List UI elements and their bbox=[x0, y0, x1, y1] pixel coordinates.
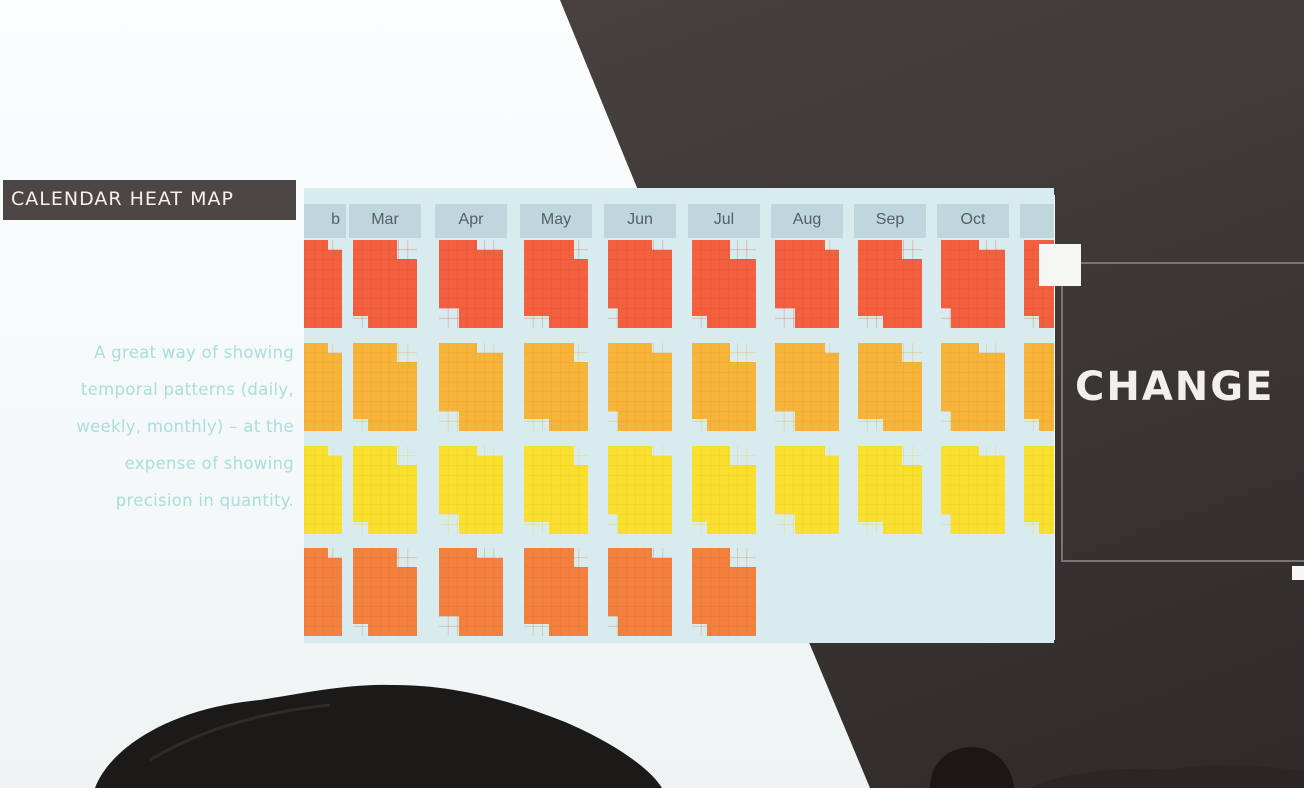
heatmap-block bbox=[353, 446, 417, 534]
heatmap-grid bbox=[304, 240, 1054, 636]
heatmap-block bbox=[304, 240, 342, 328]
month-header: Sep bbox=[854, 204, 926, 238]
heatmap-block bbox=[353, 240, 417, 328]
heatmap-block bbox=[775, 446, 839, 534]
month-label: Oct bbox=[960, 211, 986, 228]
heatmap-block bbox=[439, 548, 503, 636]
month-label: Jul bbox=[713, 211, 735, 228]
heatmap-block bbox=[941, 343, 1005, 431]
decorative-square bbox=[1039, 244, 1081, 286]
month-header: May bbox=[520, 204, 592, 238]
heatmap-block bbox=[1024, 343, 1054, 431]
heatmap-block bbox=[692, 343, 756, 431]
description-line: expense of showing bbox=[124, 454, 294, 473]
description-line: precision in quantity. bbox=[115, 491, 294, 510]
month-label: Mar bbox=[371, 211, 399, 228]
month-label: May bbox=[540, 211, 572, 228]
heatmap-block bbox=[775, 240, 839, 328]
month-label: b bbox=[331, 211, 340, 228]
month-label: Apr bbox=[458, 211, 484, 228]
decorative-frame bbox=[1061, 262, 1304, 562]
slide-title: CALENDAR HEAT MAP bbox=[11, 188, 234, 210]
heatmap-block bbox=[524, 343, 588, 431]
heatmap-block bbox=[692, 446, 756, 534]
month-header: Jun bbox=[604, 204, 676, 238]
heatmap-block bbox=[858, 446, 922, 534]
month-label: Jun bbox=[627, 211, 653, 228]
heatmap-block bbox=[692, 240, 756, 328]
heatmap-block bbox=[439, 343, 503, 431]
heatmap-block bbox=[524, 548, 588, 636]
heatmap-block bbox=[439, 240, 503, 328]
heatmap-block bbox=[608, 548, 672, 636]
heatmap-block bbox=[353, 343, 417, 431]
month-header: b bbox=[304, 204, 346, 238]
heatmap-block bbox=[941, 446, 1005, 534]
month-header: Aug bbox=[771, 204, 843, 238]
month-header: Apr bbox=[435, 204, 507, 238]
heatmap-block bbox=[1024, 446, 1054, 534]
month-header: Oct bbox=[937, 204, 1009, 238]
heatmap-block bbox=[304, 548, 342, 636]
heatmap-block bbox=[304, 446, 342, 534]
heatmap-block bbox=[941, 240, 1005, 328]
slide-description: A great way of showing temporal patterns… bbox=[8, 334, 294, 519]
heatmap-block bbox=[858, 343, 922, 431]
month-header: Mar bbox=[349, 204, 421, 238]
heatmap-block bbox=[775, 343, 839, 431]
decorative-square-small bbox=[1292, 566, 1304, 580]
month-header bbox=[1020, 204, 1054, 238]
heatmap-block bbox=[608, 343, 672, 431]
heatmap-block bbox=[439, 446, 503, 534]
description-line: weekly, monthly) – at the bbox=[76, 417, 294, 436]
heatmap-block bbox=[304, 343, 342, 431]
description-line: A great way of showing bbox=[94, 343, 294, 362]
heatmap-block bbox=[524, 446, 588, 534]
heatmap-block bbox=[524, 240, 588, 328]
calendar-heatmap-panel: b Mar Apr May Jun Jul Aug Sep Oct bbox=[304, 188, 1054, 643]
description-line: temporal patterns (daily, bbox=[80, 380, 294, 399]
heatmap-block bbox=[608, 446, 672, 534]
slide-title-bar: CALENDAR HEAT MAP bbox=[3, 180, 296, 220]
heatmap-block bbox=[858, 240, 922, 328]
month-header: Jul bbox=[688, 204, 760, 238]
side-heading: CHANGE bbox=[1075, 364, 1275, 410]
heatmap-block bbox=[353, 548, 417, 636]
month-label: Sep bbox=[875, 211, 905, 228]
month-label: Aug bbox=[792, 211, 822, 228]
heatmap-block bbox=[608, 240, 672, 328]
heatmap-block bbox=[692, 548, 756, 636]
